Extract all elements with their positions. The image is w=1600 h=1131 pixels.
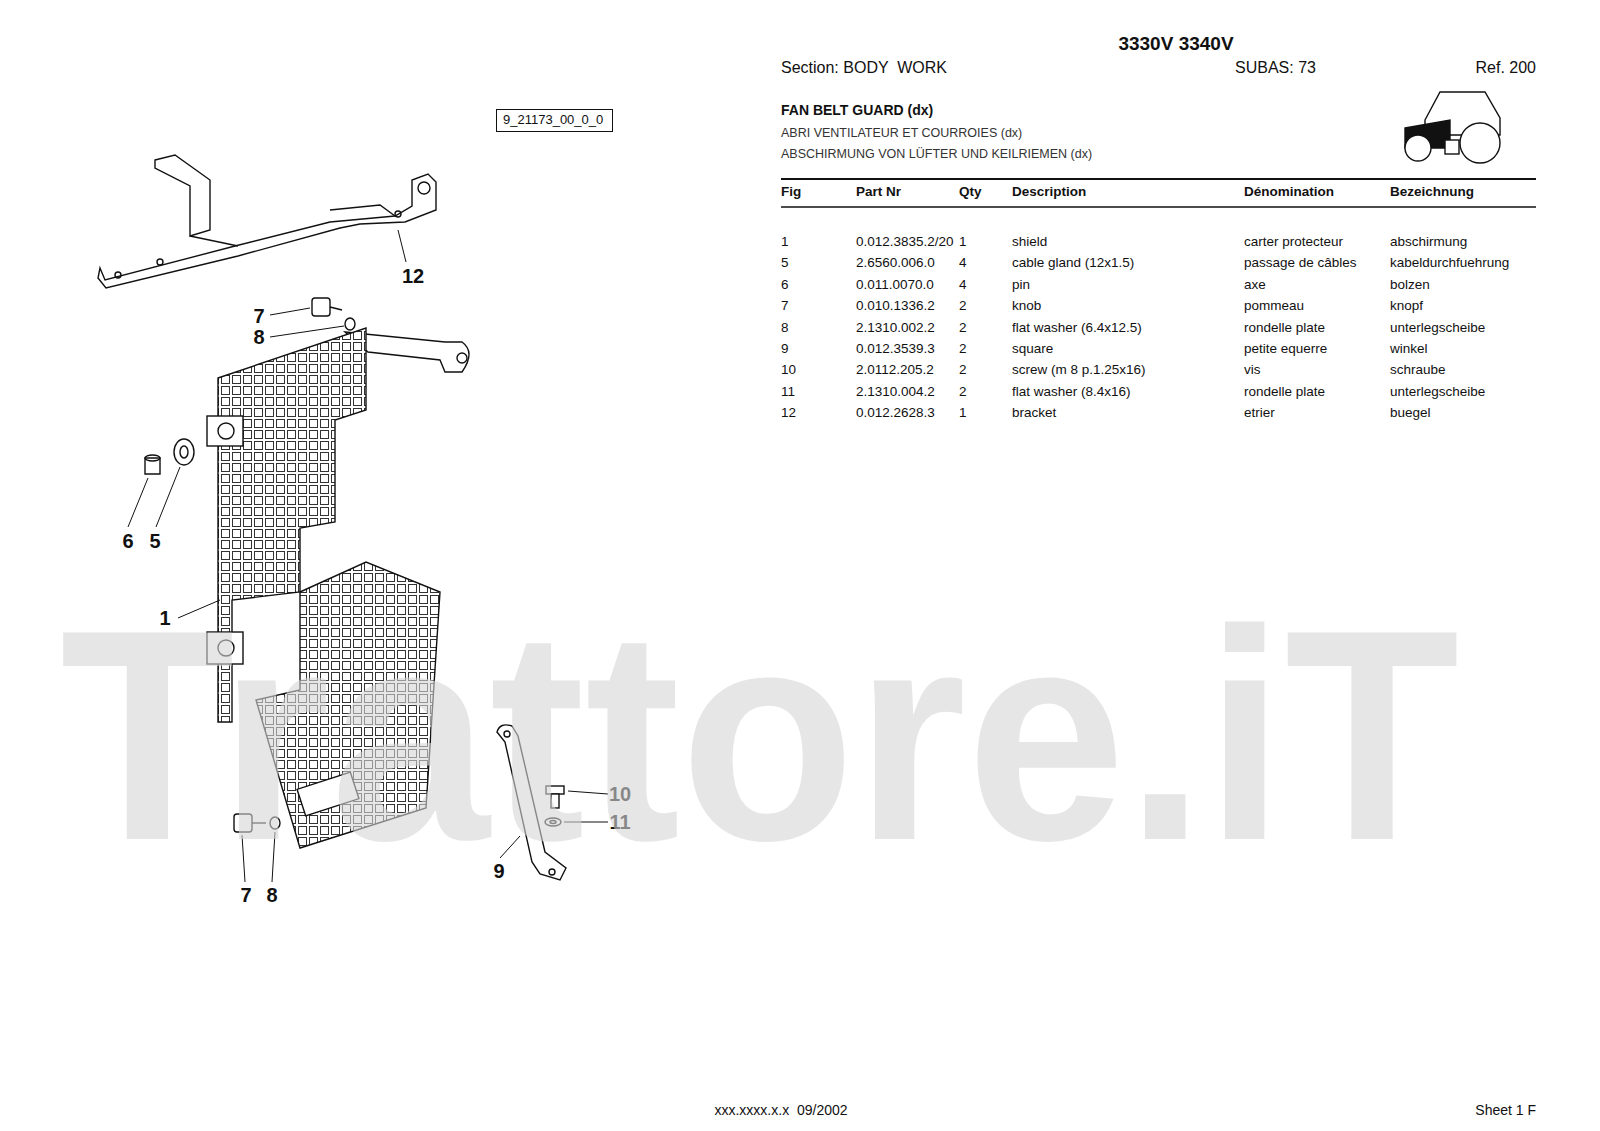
table-cell: 10 bbox=[781, 363, 796, 379]
table-cell: carter protecteur bbox=[1244, 234, 1343, 250]
title-german: ABSCHIRMUNG VON LÜFTER UND KEILRIEMEN (d… bbox=[781, 147, 1092, 161]
table-cell: 2.0112.205.2 bbox=[856, 363, 934, 379]
table-cell: 2 bbox=[959, 298, 967, 314]
table-header: Description bbox=[1012, 184, 1086, 200]
table-cell: passage de câbles bbox=[1244, 256, 1357, 272]
table-cell: knopf bbox=[1390, 298, 1423, 314]
table-cell: kabeldurchfuehrung bbox=[1390, 256, 1509, 272]
section-title: FAN BELT GUARD (dx) bbox=[781, 102, 933, 118]
table-cell: 7 bbox=[781, 298, 789, 314]
callout-number: 7 bbox=[253, 305, 264, 328]
table-cell: pommeau bbox=[1244, 298, 1304, 314]
table-cell: 0.010.1336.2 bbox=[856, 298, 935, 314]
table-cell: 2 bbox=[959, 363, 967, 379]
section-name: Section: BODY WORK bbox=[781, 59, 947, 77]
table-header: Fig bbox=[781, 184, 801, 200]
table-cell: 2 bbox=[959, 341, 967, 357]
table-cell: cable gland (12x1.5) bbox=[1012, 256, 1134, 272]
table-cell: etrier bbox=[1244, 405, 1275, 421]
callout-number: 5 bbox=[149, 530, 160, 553]
table-cell: flat washer (8.4x16) bbox=[1012, 384, 1131, 400]
table-cell: 0.011.0070.0 bbox=[856, 277, 934, 293]
table-header: Part Nr bbox=[856, 184, 901, 200]
table-cell: vis bbox=[1244, 363, 1261, 379]
model-heading: 3330V 3340V bbox=[1118, 33, 1233, 55]
callout-number: 6 bbox=[122, 530, 133, 553]
title-french: ABRI VENTILATEUR ET COURROIES (dx) bbox=[781, 126, 1022, 140]
table-cell: 2.1310.002.2 bbox=[856, 320, 935, 336]
drawing-code-box: 9_21173_00_0_0 bbox=[496, 109, 613, 132]
table-cell: 11 bbox=[781, 384, 795, 400]
table-cell: 4 bbox=[959, 277, 967, 293]
table-cell: 6 bbox=[781, 277, 789, 293]
table-cell: winkel bbox=[1390, 341, 1428, 357]
table-cell: 0.012.3835.2/20 bbox=[856, 234, 954, 250]
callout-number: 8 bbox=[253, 326, 264, 349]
table-cell: unterlegscheibe bbox=[1390, 384, 1485, 400]
table-cell: 12 bbox=[781, 405, 796, 421]
table-header: Dénomination bbox=[1244, 184, 1334, 200]
callout-number: 7 bbox=[240, 884, 251, 907]
table-cell: 1 bbox=[959, 234, 967, 250]
watermark: Trattore.iT bbox=[60, 585, 1459, 885]
footer-code: xxx.xxxx.x.x 09/2002 bbox=[714, 1102, 847, 1118]
table-cell: petite equerre bbox=[1244, 341, 1327, 357]
table-cell: 1 bbox=[959, 405, 967, 421]
table-cell: square bbox=[1012, 341, 1053, 357]
callout-number: 8 bbox=[266, 884, 277, 907]
table-cell: knob bbox=[1012, 298, 1041, 314]
table-cell: 5 bbox=[781, 256, 789, 272]
table-cell: abschirmung bbox=[1390, 234, 1467, 250]
table-cell: 2 bbox=[959, 384, 967, 400]
table-cell: 8 bbox=[781, 320, 789, 336]
table-cell: shield bbox=[1012, 234, 1047, 250]
table-cell: 1 bbox=[781, 234, 789, 250]
reference-number: Ref. 200 bbox=[1476, 59, 1536, 77]
drawing-code: 9_21173_00_0_0 bbox=[503, 113, 606, 128]
table-cell: screw (m 8 p.1.25x16) bbox=[1012, 363, 1146, 379]
table-cell: pin bbox=[1012, 277, 1030, 293]
callout-number: 12 bbox=[402, 265, 424, 288]
table-cell: 4 bbox=[959, 256, 967, 272]
table-cell: 0.012.3539.3 bbox=[856, 341, 935, 357]
table-cell: flat washer (6.4x12.5) bbox=[1012, 320, 1142, 336]
table-cell: rondelle plate bbox=[1244, 320, 1325, 336]
table-cell: axe bbox=[1244, 277, 1266, 293]
table-cell: 2.1310.004.2 bbox=[856, 384, 935, 400]
table-cell: rondelle plate bbox=[1244, 384, 1325, 400]
table-cell: bracket bbox=[1012, 405, 1056, 421]
table-cell: schraube bbox=[1390, 363, 1446, 379]
sheet-number: Sheet 1 F bbox=[1475, 1102, 1536, 1118]
table-cell: 2 bbox=[959, 320, 967, 336]
table-header: Bezeichnung bbox=[1390, 184, 1474, 200]
table-cell: 0.012.2628.3 bbox=[856, 405, 935, 421]
table-cell: unterlegscheibe bbox=[1390, 320, 1485, 336]
table-cell: 9 bbox=[781, 341, 789, 357]
table-header: Qty bbox=[959, 184, 982, 200]
table-cell: 2.6560.006.0 bbox=[856, 256, 935, 272]
subassembly-number: SUBAS: 73 bbox=[1235, 59, 1316, 77]
table-cell: buegel bbox=[1390, 405, 1431, 421]
table-cell: bolzen bbox=[1390, 277, 1430, 293]
